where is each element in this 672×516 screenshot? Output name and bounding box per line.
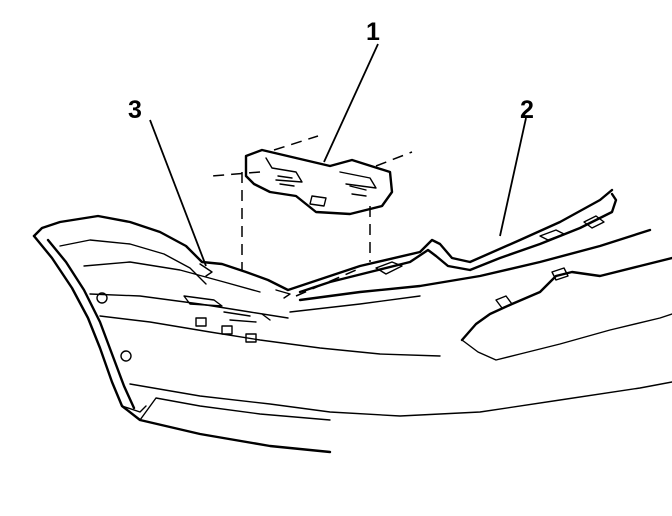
bumper-fascia	[32, 188, 672, 454]
fastener-hole	[120, 350, 132, 362]
fastener-hole	[96, 292, 108, 304]
leader-2	[499, 117, 527, 237]
callout-leaders	[149, 43, 527, 267]
fascia-clip-area	[96, 263, 291, 362]
projection-lines	[211, 135, 413, 297]
fascia-retainer-strip	[298, 192, 618, 294]
callout-3-label: 3	[128, 96, 142, 124]
leader-1	[323, 43, 379, 163]
callout-2-label: 2	[520, 96, 534, 124]
mounting-bracket	[244, 148, 394, 216]
lower-opening	[460, 256, 672, 361]
leader-3	[149, 119, 207, 267]
callout-1-label: 1	[366, 18, 380, 46]
